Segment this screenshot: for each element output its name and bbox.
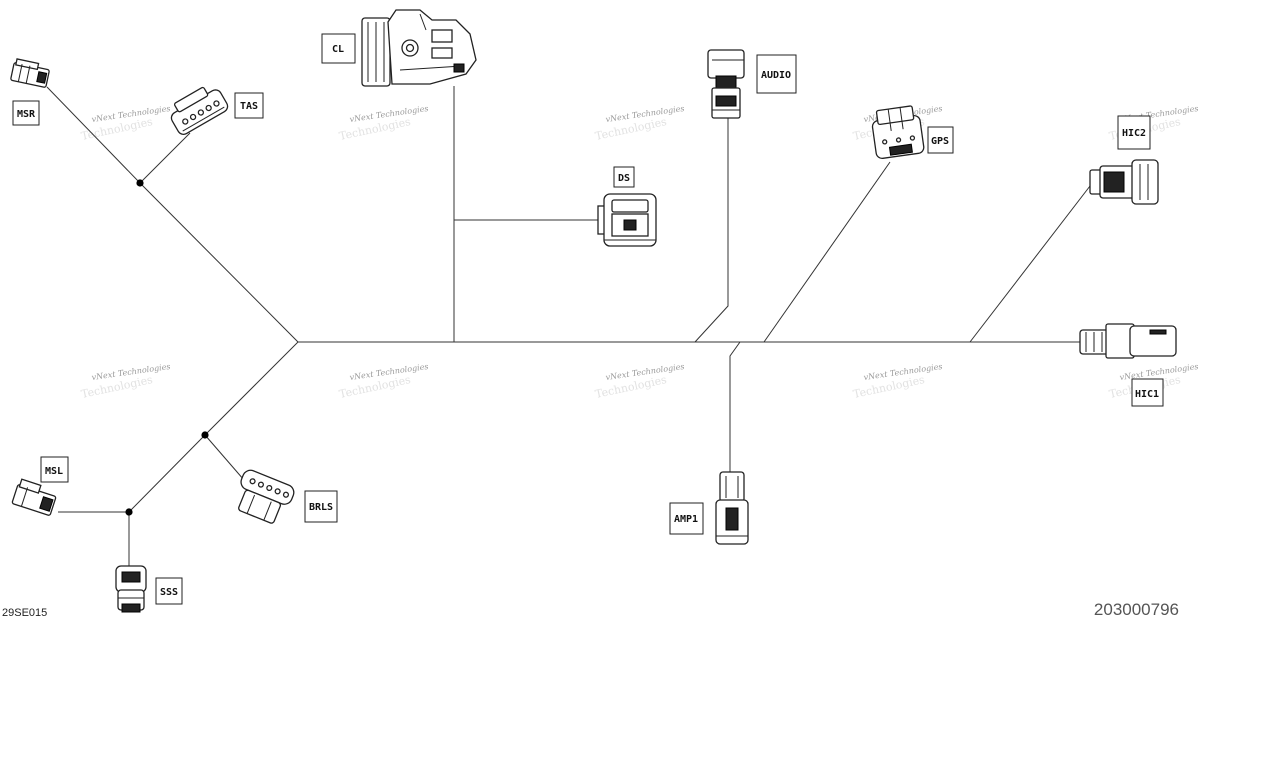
svg-text:HIC2: HIC2 [1122, 128, 1146, 139]
wire-lower-node-to-split [128, 434, 206, 513]
watermark-1: Technologies vNext Technologies [80, 104, 171, 143]
connector-audio[interactable] [707, 49, 745, 119]
svg-text:AMP1: AMP1 [674, 514, 698, 525]
connector-brls[interactable] [230, 468, 296, 527]
label-amp1: AMP1 [669, 502, 704, 535]
connector-hic2[interactable] [1089, 159, 1159, 205]
label-ds: DS [613, 166, 635, 188]
wire-trunk-to-amp1 [729, 341, 741, 478]
label-audio: AUDIO [756, 54, 797, 94]
wire-trunk-to-audio [694, 118, 729, 343]
connector-gps[interactable] [870, 105, 925, 160]
label-sss: SSS [155, 577, 183, 605]
wires [46, 86, 1091, 566]
connector-amp1[interactable] [715, 471, 749, 545]
label-hic1: HIC1 [1131, 378, 1164, 407]
svg-text:DS: DS [618, 173, 630, 184]
svg-text:AUDIO: AUDIO [761, 70, 791, 81]
junction-node-upper [136, 179, 144, 187]
connector-cl[interactable] [361, 9, 477, 87]
watermark-6: Technologies vNext Technologies [80, 362, 171, 401]
svg-text:CL: CL [332, 44, 344, 55]
connector-ds[interactable] [597, 193, 657, 247]
svg-text:MSL: MSL [45, 466, 63, 477]
svg-text:GPS: GPS [931, 136, 949, 147]
wire-trunk-to-lower-node [204, 341, 299, 436]
wire-trunk-to-upper-node [139, 182, 299, 343]
label-msr: MSR [12, 100, 40, 126]
wire-trunk-to-hic2 [969, 185, 1091, 343]
watermark-3: Technologies vNext Technologies [594, 104, 685, 143]
connector-msl[interactable] [11, 478, 58, 516]
wire-lower-node-to-brls [204, 434, 245, 481]
junction-nodes [125, 179, 209, 516]
wire-trunk-to-gps [763, 161, 891, 343]
label-tas: TAS [234, 92, 264, 119]
watermark-8: Technologies vNext Technologies [594, 362, 685, 401]
connector-msr[interactable] [10, 58, 51, 88]
label-msl: MSL [40, 456, 69, 483]
part-number: 203000796 [1094, 600, 1179, 619]
wire-upper-node-to-tas [139, 132, 191, 184]
connector-tas[interactable] [165, 81, 229, 137]
wire-upper-node-to-msr [46, 86, 141, 184]
watermark-2: Technologies vNext Technologies [338, 104, 429, 143]
svg-text:MSR: MSR [17, 109, 36, 120]
label-gps: GPS [927, 126, 954, 154]
watermarks: Technologies vNext Technologies Technolo… [80, 104, 1199, 401]
watermark-7: Technologies vNext Technologies [338, 362, 429, 401]
junction-node-split [125, 508, 133, 516]
watermark-9: Technologies vNext Technologies [852, 362, 943, 401]
svg-text:TAS: TAS [240, 101, 258, 112]
label-cl: CL [321, 33, 356, 64]
figure-code: 29SE015 [2, 607, 47, 619]
svg-text:BRLS: BRLS [309, 502, 333, 513]
svg-text:HIC1: HIC1 [1135, 389, 1159, 400]
label-hic2: HIC2 [1117, 115, 1151, 150]
connector-hic1[interactable] [1079, 323, 1177, 359]
connector-sss[interactable] [115, 565, 147, 613]
svg-text:SSS: SSS [160, 587, 178, 598]
label-brls: BRLS [304, 490, 338, 523]
junction-node-lower [201, 431, 209, 439]
